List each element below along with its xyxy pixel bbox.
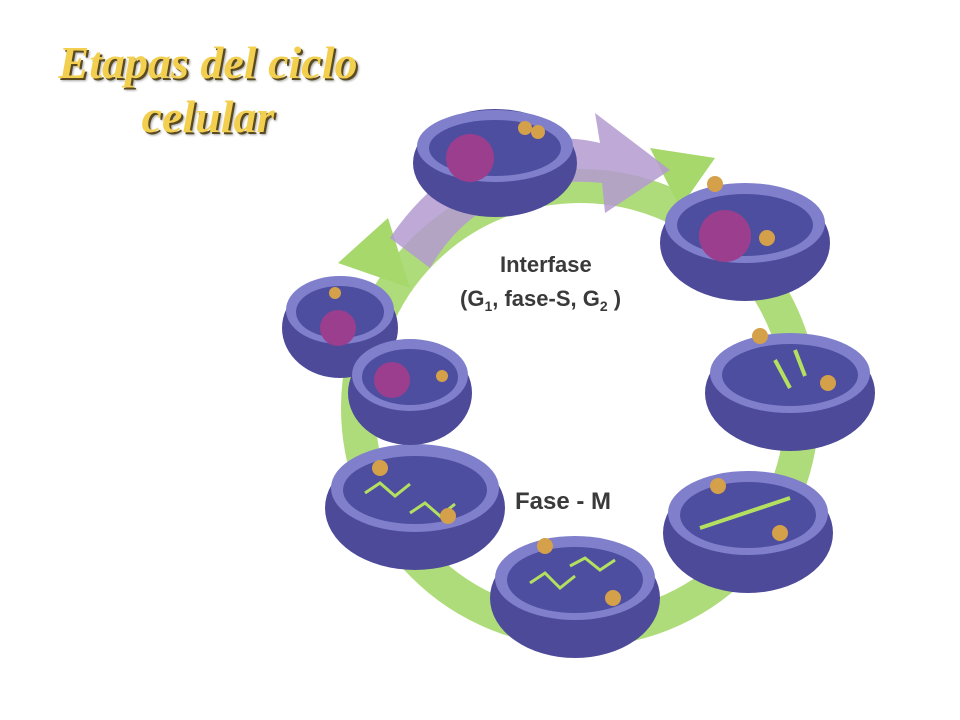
- cell-cycle-diagram: [282, 109, 875, 658]
- cell-g2-right: [660, 176, 830, 301]
- interphase-arrow: [390, 113, 670, 268]
- phases-open: (G: [460, 286, 485, 311]
- g2-subscript: 2: [599, 298, 608, 314]
- cell-anaphase: [490, 536, 660, 658]
- cell-telophase: [325, 444, 505, 570]
- cell-metaphase: [663, 471, 833, 593]
- phases-middle: , fase-S, G: [492, 286, 600, 311]
- g1-subscript: 1: [484, 298, 493, 314]
- title-line-2: celular: [141, 91, 275, 142]
- phases-close: ): [607, 286, 622, 311]
- cell-cytokinesis: [282, 276, 472, 445]
- cell-prophase: [705, 328, 875, 451]
- slide-title: Etapas del ciclo celular: [8, 36, 408, 144]
- interphase-label: Interfase: [500, 252, 592, 277]
- cycle-arrow-right-icon: [650, 148, 715, 208]
- m-phase-label: Fase - M: [515, 488, 612, 515]
- interphase-phases-label: (G1, fase-S, G2 ): [460, 286, 621, 314]
- cell-g1-top: [413, 109, 577, 217]
- title-line-1: Etapas del ciclo: [58, 37, 358, 88]
